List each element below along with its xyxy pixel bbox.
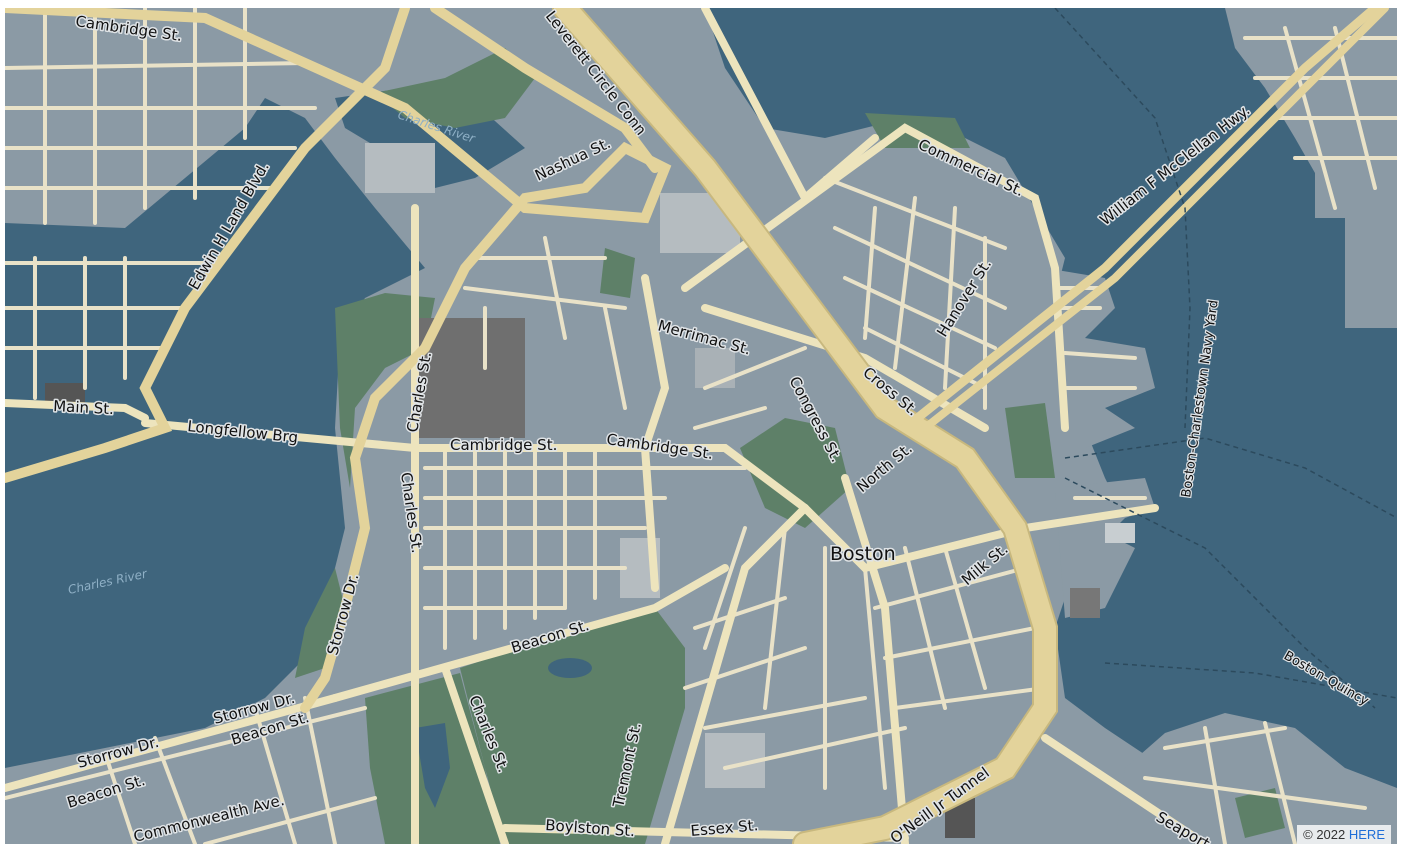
park [1235, 788, 1285, 838]
attribution-prefix: © 2022 [1303, 827, 1346, 842]
building [1070, 588, 1100, 618]
park [600, 248, 635, 298]
esplanade-park-south [295, 568, 345, 678]
label-cambridge-st-1: Cambridge St. [450, 436, 557, 454]
esplanade-park [335, 293, 435, 488]
highways [5, 8, 1389, 844]
frog-pond [548, 658, 592, 678]
harbor-water [705, 8, 1397, 844]
label-essex-st: Essex St. [690, 816, 759, 840]
arterial-roads [5, 8, 1209, 844]
map-svg: Charles River Charles River Cambridge St… [5, 8, 1397, 844]
building [695, 348, 735, 388]
paul-revere-park [375, 48, 535, 128]
city-label-boston: Boston [830, 543, 896, 565]
building [1105, 523, 1135, 543]
minor-roads [5, 8, 1397, 844]
city-hall-plaza [740, 418, 850, 528]
lagoon [415, 723, 450, 808]
building [45, 383, 85, 403]
map-attribution: © 2022 HERE [1297, 825, 1391, 844]
label-main-st: Main St. [53, 397, 115, 418]
park [1005, 403, 1055, 478]
boston-common-park [460, 608, 685, 844]
building [365, 143, 435, 193]
map-canvas[interactable]: Charles River Charles River Cambridge St… [5, 8, 1397, 844]
ferry-routes [1054, 8, 1397, 709]
attribution-here-link[interactable]: HERE [1348, 827, 1385, 842]
